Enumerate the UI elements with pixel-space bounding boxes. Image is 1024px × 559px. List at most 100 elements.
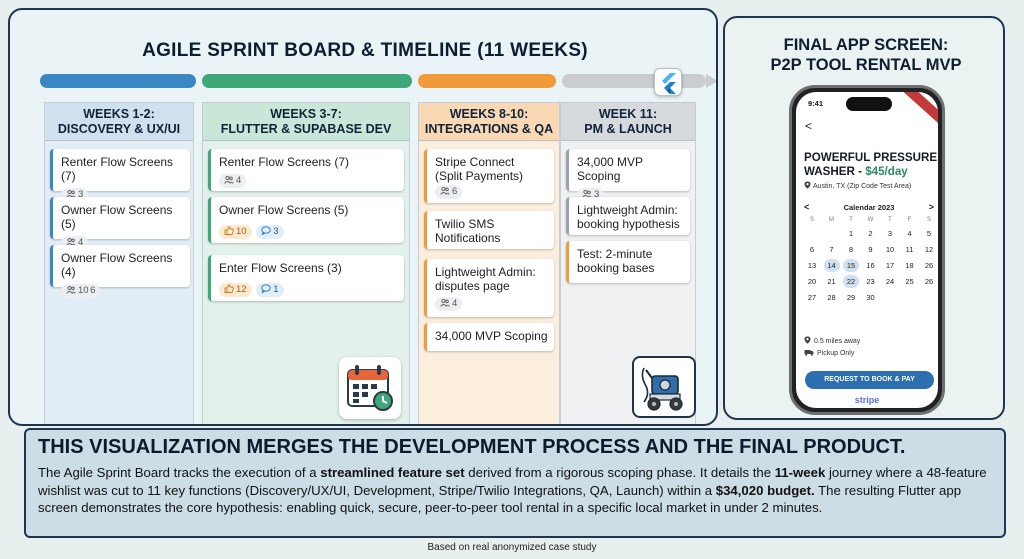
weekday-label: W xyxy=(867,217,874,223)
calendar-day[interactable]: 20 xyxy=(807,277,817,286)
calendar-day[interactable]: 14 xyxy=(823,259,840,272)
timeline-bar-discovery xyxy=(40,74,196,88)
thumbs-up-icon xyxy=(224,226,234,235)
summary-panel: THIS VISUALIZATION MERGES THE DEVELOPMEN… xyxy=(24,428,1006,538)
calendar-day[interactable]: 10 xyxy=(885,245,895,254)
task-card[interactable]: Owner Flow Screens (4) 10 6 xyxy=(50,245,190,298)
task-card[interactable]: Stripe Connect(Split Payments) 6 xyxy=(424,149,554,203)
calendar-day[interactable]: 21 xyxy=(827,277,836,286)
calendar-day[interactable]: 2 xyxy=(868,229,873,238)
footer-note: Based on real anonymized case study xyxy=(427,542,597,553)
task-card[interactable]: Lightweight Admin:disputes page 4 xyxy=(424,259,554,317)
calendar-day[interactable]: 1 xyxy=(848,229,854,238)
calendar-day[interactable]: 12 xyxy=(924,245,934,254)
task-card[interactable]: Owner Flow Screens (5) 10 3 xyxy=(208,197,404,243)
task-title: Owner Flow Screens (5) xyxy=(219,203,349,217)
summary-headline: THIS VISUALIZATION MERGES THE DEVELOPMEN… xyxy=(38,436,906,458)
task-title: Lightweight Admin:booking hypothesis xyxy=(577,203,680,231)
weekday-label: S xyxy=(926,217,931,223)
task-card[interactable]: Renter Flow Screens (7) 3 xyxy=(50,149,190,202)
calendar-day[interactable]: 6 xyxy=(809,245,815,254)
calendar-day[interactable]: 18 xyxy=(905,261,914,270)
final-app-panel: FINAL APP SCREEN: P2P TOOL RENTAL MVP 9:… xyxy=(723,16,1005,420)
task-card[interactable]: Owner Flow Screens (5) 4 xyxy=(50,197,190,250)
likes-badge: 10 xyxy=(219,225,252,239)
weekday-label: F xyxy=(907,217,912,223)
calendar-day[interactable]: 13 xyxy=(807,261,817,270)
product-title: POWERFUL PRESSURE WASHER - $45/day xyxy=(804,151,938,178)
distance-row: 0.5 miles away xyxy=(804,336,860,345)
task-title: Renter Flow Screens (7) xyxy=(219,155,350,169)
pin-icon xyxy=(804,181,811,189)
summary-description: The Agile Sprint Board tracks the execut… xyxy=(38,465,987,515)
assignees-badge: 6 xyxy=(435,185,463,199)
pressure-washer-icon xyxy=(632,356,696,418)
task-card[interactable]: Renter Flow Screens (7) 4 xyxy=(208,149,404,191)
phone-mockup: 9:41 < POWERFUL PRESSURE WASHER - $45/da… xyxy=(789,85,945,415)
calendar-day[interactable]: 4 xyxy=(907,229,912,238)
calendar-day[interactable]: 24 xyxy=(885,277,895,286)
calendar-day[interactable]: 15 xyxy=(843,259,859,272)
calendar-day[interactable]: 5 xyxy=(926,229,932,238)
task-card[interactable]: Lightweight Admin:booking hypothesis xyxy=(566,197,690,235)
comment-icon xyxy=(261,284,271,293)
timeline-bar-development xyxy=(202,74,412,88)
timeline-bar-launch xyxy=(562,74,706,88)
column-development: WEEKS 3-7: FLUTTER & SUPABASE DEV Renter… xyxy=(202,102,410,424)
task-title: 34,000 MVP Scoping xyxy=(435,329,548,343)
calendar-day[interactable]: 22 xyxy=(843,275,859,288)
back-arrow-icon[interactable]: < xyxy=(805,119,813,133)
calendar-day[interactable]: 26 xyxy=(924,261,934,270)
corner-ribbon xyxy=(891,92,938,129)
timeline-bar-integrations xyxy=(418,74,556,88)
task-title: Enter Flow Screens (3) xyxy=(219,261,342,275)
task-title: 34,000 MVP Scoping xyxy=(577,155,643,183)
calendar-day[interactable]: 8 xyxy=(848,245,854,254)
task-card[interactable]: 34,000 MVP Scoping xyxy=(424,323,554,351)
pickup-row: Pickup Only xyxy=(804,349,854,357)
flutter-logo-icon xyxy=(654,68,682,96)
task-card[interactable]: Enter Flow Screens (3) 12 1 xyxy=(208,255,404,301)
calendar-day[interactable]: 26 xyxy=(924,277,934,286)
column-header: WEEK 11: PM & LAUNCH xyxy=(561,103,695,141)
task-card[interactable]: 34,000 MVP Scoping 3 xyxy=(566,149,690,202)
weekday-label: M xyxy=(829,217,834,223)
calendar-day[interactable]: 30 xyxy=(866,293,875,302)
comments-badge: 1 xyxy=(256,283,284,297)
truck-icon xyxy=(804,350,814,356)
likes-badge: 12 xyxy=(219,283,252,297)
dynamic-island xyxy=(846,97,892,111)
task-title: Lightweight Admin:disputes page xyxy=(435,265,536,293)
assignees-badge: 10 6 xyxy=(61,284,101,298)
calendar-day[interactable]: 29 xyxy=(846,293,856,302)
column-header: WEEKS 1-2: DISCOVERY & UX/UI xyxy=(45,103,193,141)
calendar-prev-icon[interactable]: < xyxy=(804,202,810,212)
people-icon xyxy=(440,299,450,307)
calendar-day[interactable]: 25 xyxy=(905,277,914,286)
comment-icon xyxy=(261,226,271,235)
task-title: Stripe Connect(Split Payments) xyxy=(435,155,524,183)
weekday-label: S xyxy=(809,217,814,223)
calendar-day[interactable]: 11 xyxy=(905,245,914,254)
calendar-day[interactable]: 16 xyxy=(866,261,875,270)
stripe-logo: stripe xyxy=(854,395,880,405)
column-header: WEEKS 3-7: FLUTTER & SUPABASE DEV xyxy=(203,103,409,141)
board-title: AGILE SPRINT BOARD & TIMELINE (11 WEEKS) xyxy=(142,40,588,61)
sprint-board-panel: AGILE SPRINT BOARD & TIMELINE (11 WEEKS)… xyxy=(8,8,718,426)
calendar-day[interactable]: 23 xyxy=(866,277,875,286)
calendar-day[interactable]: 17 xyxy=(885,261,895,270)
calendar-day[interactable]: 27 xyxy=(807,293,817,302)
calendar-day[interactable]: 9 xyxy=(868,245,873,254)
request-to-book-button[interactable]: REQUEST TO BOOK & PAY xyxy=(805,371,934,389)
weekday-label: T xyxy=(849,217,853,223)
calendar-day[interactable]: 7 xyxy=(829,245,834,254)
calendar-day[interactable]: 3 xyxy=(887,229,893,238)
calendar-day[interactable]: 28 xyxy=(827,293,836,302)
calendar-next-icon[interactable]: > xyxy=(928,202,934,212)
people-icon xyxy=(440,187,450,195)
column-header: WEEKS 8-10: INTEGRATIONS & QA xyxy=(419,103,559,141)
